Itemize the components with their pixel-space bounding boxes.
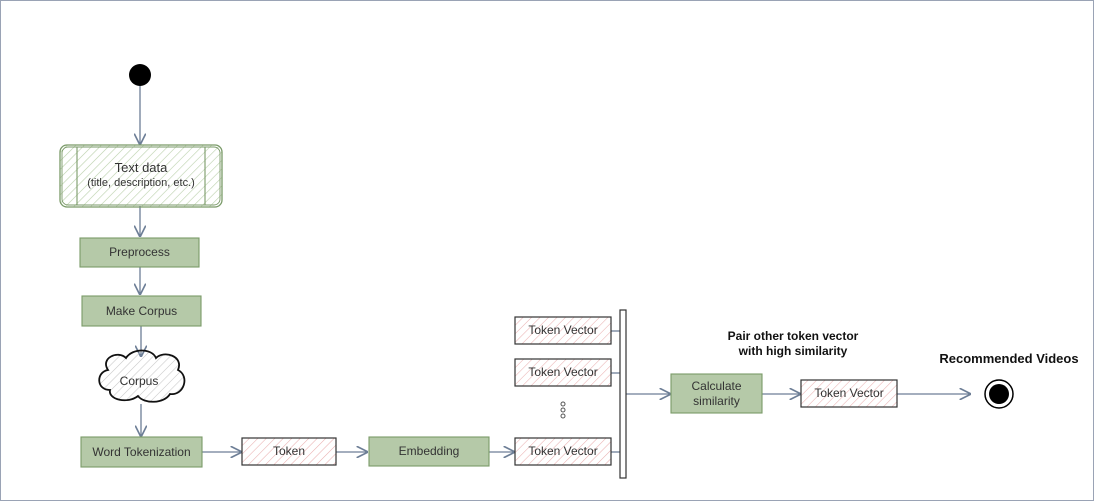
make-corpus-label: Make Corpus: [105, 303, 178, 318]
calculate-similarity-box: [670, 373, 763, 414]
word-tokenization-label: Word Tokenization: [92, 444, 191, 459]
token-label: Token: [272, 444, 306, 458]
token-vector-label-3: Token Vector: [528, 444, 598, 458]
pair-note: Pair other token vector with high simila…: [727, 329, 859, 358]
calculate-similarity-label: Calculate similarity: [691, 378, 742, 408]
corpus-label: Corpus: [119, 373, 159, 388]
token-vector-box-3: [514, 437, 612, 466]
end-node: [984, 379, 1014, 409]
start-node: [129, 64, 151, 86]
ellipsis-dots: [560, 401, 566, 419]
preprocess-box: [79, 237, 200, 268]
recommended-videos-title: Recommended Videos: [939, 351, 1079, 366]
text-data-subtitle: (title, description, etc.): [87, 176, 195, 189]
preprocess-label: Preprocess: [109, 245, 170, 259]
text-data-title: Text data: [114, 159, 168, 175]
result-token-vector-label: Token Vector: [814, 386, 884, 400]
make-corpus-box: [81, 295, 202, 327]
text-data-label: Text data (title, description, etc.): [60, 155, 222, 195]
corpus-cloud: [98, 349, 186, 403]
token-vector-box-1: [514, 316, 612, 345]
flow-arrows: [140, 86, 970, 452]
text-data-node: [59, 144, 223, 208]
token-vector-label-1: Token Vector: [528, 323, 598, 337]
embedding-label: Embedding: [398, 444, 460, 458]
token-box: [241, 437, 337, 466]
result-token-vector-box: [800, 379, 898, 408]
token-vector-box-2: [514, 358, 612, 387]
token-vector-label-2: Token Vector: [528, 365, 598, 379]
embedding-box: [368, 436, 490, 467]
join-bar: [619, 309, 627, 479]
word-tokenization-box: [80, 436, 203, 468]
